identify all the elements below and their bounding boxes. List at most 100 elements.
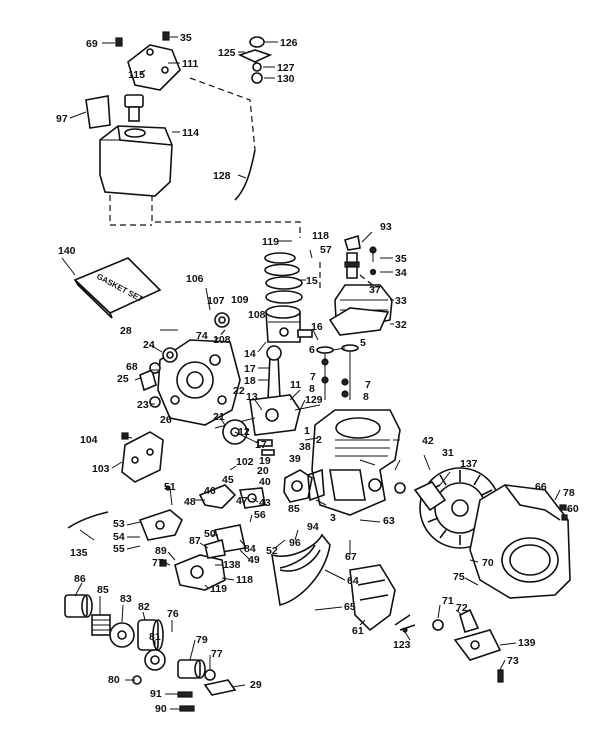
part-label-66: 66 bbox=[535, 481, 547, 493]
part-label-94: 94 bbox=[307, 521, 319, 533]
part-label-48: 48 bbox=[184, 496, 196, 508]
part-label-135: 135 bbox=[70, 547, 88, 559]
housing-screws bbox=[559, 504, 568, 521]
part-label-56: 56 bbox=[254, 509, 266, 521]
part-label-79: 79 bbox=[196, 634, 208, 646]
part-label-107: 107 bbox=[207, 295, 225, 307]
part-label-40: 40 bbox=[259, 476, 271, 488]
part-label-11: 11 bbox=[290, 379, 301, 391]
part-label-139: 139 bbox=[518, 637, 536, 649]
part-label-18: 18 bbox=[244, 375, 256, 387]
part-label-82: 82 bbox=[138, 601, 150, 613]
intake-elbow bbox=[204, 524, 246, 559]
part-label-68: 68 bbox=[126, 361, 138, 373]
rope-handle-screws bbox=[177, 691, 195, 712]
part-label-126: 126 bbox=[280, 37, 298, 49]
part-label-104: 104 bbox=[80, 434, 98, 446]
part-label-119a: 119 bbox=[262, 236, 279, 248]
part-label-70: 70 bbox=[482, 557, 494, 569]
part-label-51: 51 bbox=[164, 481, 176, 493]
part-label-31: 31 bbox=[442, 447, 454, 459]
part-label-39: 39 bbox=[289, 453, 301, 465]
breather-gasket bbox=[307, 468, 325, 502]
camshaft bbox=[222, 419, 263, 446]
crankcase-cover bbox=[157, 339, 241, 426]
part-label-102: 102 bbox=[236, 456, 254, 468]
part-label-22: 22 bbox=[233, 385, 245, 397]
piston-rings bbox=[264, 252, 303, 304]
part-label-140: 140 bbox=[58, 245, 76, 257]
fuel-cap bbox=[124, 94, 144, 122]
part-label-24: 24 bbox=[143, 339, 155, 351]
part-label-37: 37 bbox=[369, 284, 381, 296]
base-plate bbox=[271, 533, 331, 606]
recoil-spring bbox=[91, 614, 111, 636]
part-label-85b: 85 bbox=[97, 584, 109, 596]
carburetor bbox=[159, 554, 226, 591]
part-label-76: 76 bbox=[167, 608, 179, 620]
part-label-19: 19 bbox=[259, 455, 271, 467]
part-label-86: 86 bbox=[74, 573, 86, 585]
part-label-16: 16 bbox=[311, 321, 323, 333]
part-label-109: 109 bbox=[231, 294, 249, 306]
part-label-7b: 7 bbox=[310, 371, 316, 383]
brake-band bbox=[394, 614, 416, 633]
drain-plug bbox=[149, 362, 161, 374]
part-label-17a: 17 bbox=[244, 363, 256, 375]
tank-heat-shield bbox=[85, 95, 111, 129]
part-label-74: 74 bbox=[196, 330, 208, 342]
part-label-29: 29 bbox=[250, 679, 262, 691]
starter-pawl bbox=[203, 679, 237, 696]
part-label-52: 52 bbox=[266, 545, 278, 557]
ignition-module bbox=[349, 564, 396, 632]
part-label-12: 12 bbox=[238, 426, 250, 438]
part-label-91: 91 bbox=[150, 688, 162, 700]
starter-housing bbox=[144, 649, 166, 671]
part-label-25: 25 bbox=[117, 373, 129, 385]
base-gasket bbox=[279, 549, 321, 572]
part-label-77b: 77 bbox=[211, 648, 223, 660]
part-label-90: 90 bbox=[155, 703, 167, 715]
part-label-1: 1 bbox=[304, 425, 310, 437]
part-label-81: 81 bbox=[149, 631, 161, 643]
part-label-43: 43 bbox=[259, 497, 271, 509]
part-label-7a: 7 bbox=[365, 379, 371, 391]
part-label-6: 6 bbox=[309, 344, 315, 356]
part-label-49: 49 bbox=[248, 554, 260, 566]
crank-gasket bbox=[149, 396, 161, 408]
part-label-111: 111 bbox=[182, 58, 199, 70]
part-label-65: 65 bbox=[344, 601, 356, 613]
part-label-127: 127 bbox=[277, 62, 295, 74]
part-label-17b: 17 bbox=[255, 439, 267, 451]
part-label-35b: 35 bbox=[395, 253, 407, 265]
part-label-125: 125 bbox=[218, 47, 236, 59]
part-label-72: 72 bbox=[456, 602, 468, 614]
part-label-67: 67 bbox=[345, 551, 357, 563]
part-label-54: 54 bbox=[113, 531, 125, 543]
brake-bracket bbox=[453, 629, 502, 661]
part-label-87: 87 bbox=[189, 535, 201, 547]
part-label-108a: 108 bbox=[248, 309, 266, 321]
brake-pad bbox=[432, 608, 480, 634]
part-label-8a: 8 bbox=[363, 391, 369, 403]
part-label-128: 128 bbox=[213, 170, 231, 182]
oil-fill-plug bbox=[139, 368, 157, 392]
part-label-21: 21 bbox=[213, 411, 225, 423]
part-label-129: 129 bbox=[305, 394, 323, 406]
governor-spring bbox=[67, 511, 109, 529]
part-label-55: 55 bbox=[113, 543, 125, 555]
part-label-130: 130 bbox=[277, 73, 295, 85]
part-label-35a: 35 bbox=[180, 32, 192, 44]
part-label-45: 45 bbox=[222, 474, 234, 486]
leader-lines bbox=[61, 36, 570, 710]
part-label-123: 123 bbox=[393, 639, 411, 651]
flywheel-nut bbox=[394, 482, 406, 494]
fuel-valve bbox=[237, 36, 273, 84]
head-bolts bbox=[369, 246, 377, 276]
part-label-97: 97 bbox=[56, 113, 68, 125]
part-label-50: 50 bbox=[204, 528, 216, 540]
part-label-28: 28 bbox=[120, 325, 132, 337]
part-label-118b: 118 bbox=[236, 574, 253, 586]
